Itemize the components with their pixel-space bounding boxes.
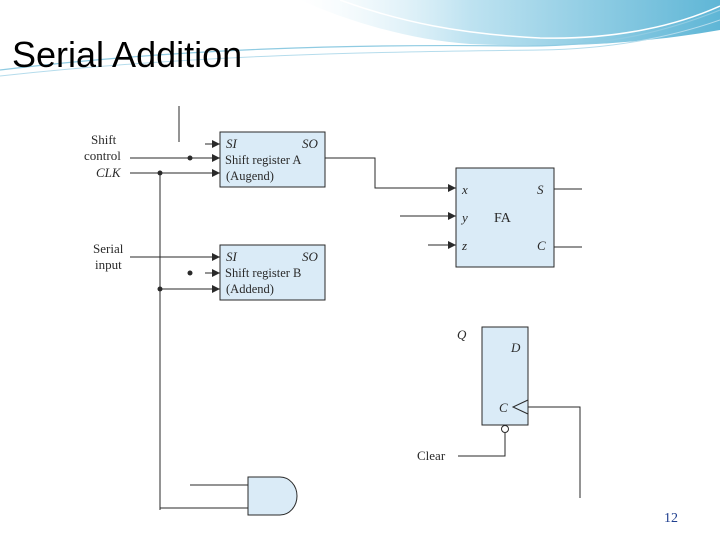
reg-b-so-label: SO <box>302 249 319 264</box>
junction-dot <box>187 270 193 276</box>
reg-a-name-label: Shift register A <box>225 153 301 167</box>
fa-x-label: x <box>461 182 468 197</box>
reg-a-si-label: SI <box>226 136 238 151</box>
shift-register-a-block <box>219 131 326 188</box>
fa-name-label: FA <box>494 211 512 226</box>
input-label: input <box>95 257 122 272</box>
fa-c-label: C <box>537 238 546 253</box>
ff-c-label: C <box>499 400 508 415</box>
reg-b-role-label: (Addend) <box>226 282 274 296</box>
header-swoosh-graphic <box>0 0 720 77</box>
shift-register-b-block <box>219 244 326 301</box>
d-flip-flop-block <box>481 326 529 426</box>
ff-q-label: Q <box>457 327 467 342</box>
page-number: 12 <box>664 511 678 526</box>
control-label: control <box>84 148 121 163</box>
fa-z-label: z <box>461 238 467 253</box>
reg-b-si-label: SI <box>226 249 238 264</box>
serial-label: Serial <box>93 241 124 256</box>
junction-dot <box>157 170 163 176</box>
reg-a-so-label: SO <box>302 136 319 151</box>
ff-clock-wire <box>528 406 581 498</box>
fa-y-label: y <box>460 210 468 225</box>
full-adder-block <box>455 167 555 268</box>
ff-d-label: D <box>510 340 521 355</box>
clear-wire <box>458 433 506 457</box>
ff-clear-bubble <box>501 425 509 433</box>
reg-a-role-label: (Augend) <box>226 169 274 183</box>
junction-dot <box>187 155 193 161</box>
ff-clock-triangle <box>511 399 529 415</box>
clk-label: CLK <box>96 165 122 180</box>
and-gate-shape <box>247 476 298 516</box>
junction-dot <box>157 286 163 292</box>
shift-label: Shift <box>91 132 117 147</box>
slide-title: Serial Addition <box>12 34 243 75</box>
clear-label: Clear <box>417 448 446 463</box>
fa-s-label: S <box>537 182 544 197</box>
reg-b-name-label: Shift register B <box>225 266 301 280</box>
reg-a-so-to-fa-wire <box>325 157 456 192</box>
